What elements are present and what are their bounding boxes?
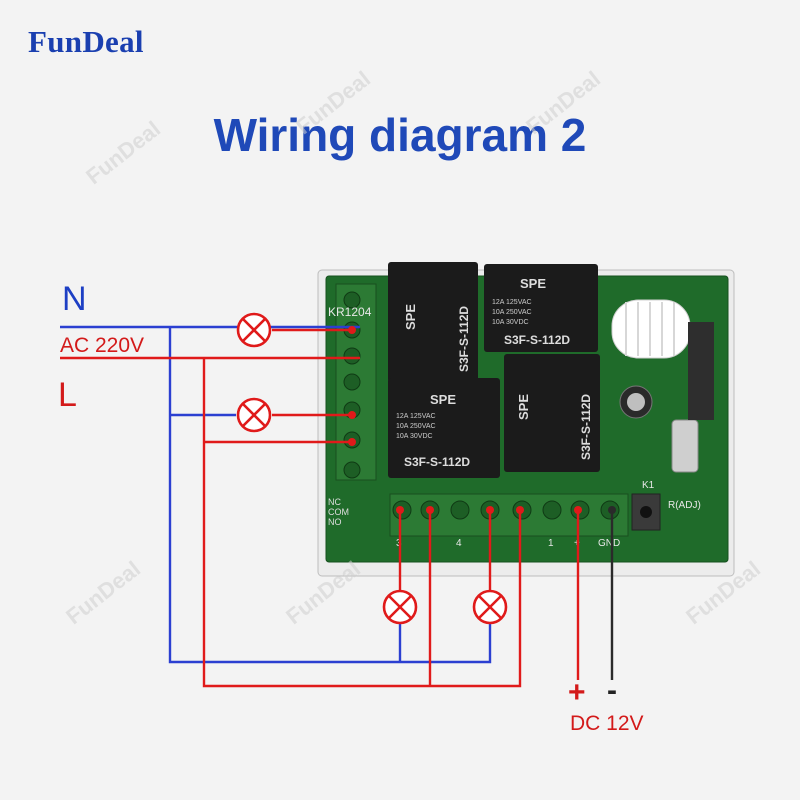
left-terminal-block <box>335 283 377 481</box>
relay-1: SPE S3F-S-112D <box>388 262 478 382</box>
relay-brand-label: SPE <box>430 392 456 407</box>
k1-label: K1 <box>642 480 655 491</box>
relay-rating-label: 12A 125VAC <box>396 413 436 420</box>
contact-label-no: NO <box>328 517 342 527</box>
relay-part-label: S3F-S-112D <box>579 394 593 460</box>
dc-plus-label: + <box>568 676 586 709</box>
dc-voltage-label: DC 12V <box>570 712 644 735</box>
crystal <box>671 419 699 473</box>
relay-brand-label: SPE <box>516 394 531 420</box>
neutral-label: N <box>62 280 87 318</box>
relay-rating-label: 12A 125VAC <box>492 299 532 306</box>
relay-4: SPE S3F-S-112D <box>504 354 600 472</box>
rf-module <box>688 322 714 420</box>
terminal-label: GND <box>598 538 620 549</box>
ac-voltage-label: AC 220V <box>60 334 145 357</box>
relay-part-label: S3F-S-112D <box>504 333 570 347</box>
page-title: Wiring diagram 2 <box>213 109 587 161</box>
lamp-symbol-icon <box>472 589 508 625</box>
adj-label: R(ADJ) <box>668 500 701 511</box>
relay-rating-label: 10A 250VAC <box>396 423 436 430</box>
terminal-label: 4 <box>456 538 462 549</box>
brand-logo: FunDeal <box>28 24 144 59</box>
relay-3: SPE 12A 125VAC 10A 250VAC 10A 30VDC S3F-… <box>388 378 500 478</box>
relay-brand-label: SPE <box>403 304 418 330</box>
contact-label-nc: NC <box>328 497 341 507</box>
wire-terminal-dots <box>348 326 582 514</box>
bottom-terminal-block <box>389 493 629 537</box>
live-label: L <box>58 376 77 414</box>
board-model-label: KR1204 <box>328 305 372 319</box>
live-wires <box>60 328 580 688</box>
relay-2: SPE 12A 125VAC 10A 250VAC 10A 30VDC S3F-… <box>484 264 598 352</box>
dc-minus-label: - <box>607 674 617 707</box>
relay-part-label: S3F-S-112D <box>404 455 470 469</box>
contact-label-com: COM <box>328 507 349 517</box>
relay-rating-label: 10A 30VDC <box>492 319 529 326</box>
terminal-label: 1 <box>548 538 554 549</box>
lamp-symbol-icon <box>236 397 272 433</box>
relay-rating-label: 10A 30VDC <box>396 433 433 440</box>
lamp-symbol-icon <box>236 312 272 348</box>
ground-terminal-dot <box>608 506 616 514</box>
relay-brand-label: SPE <box>520 276 546 291</box>
lamp-symbol-icon <box>382 589 418 625</box>
relay-rating-label: 10A 250VAC <box>492 309 532 316</box>
antenna-coil-rings <box>625 302 675 356</box>
relay-part-label: S3F-S-112D <box>457 306 471 372</box>
